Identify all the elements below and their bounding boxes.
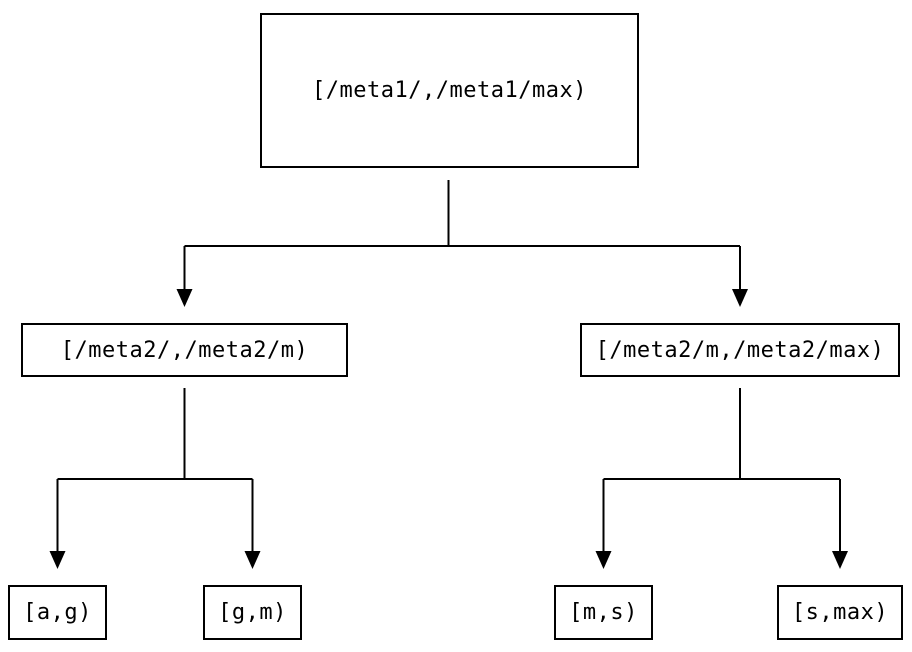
leaf-node-ms: [m,s) (554, 585, 653, 640)
right-child-node-label: [/meta2/m,/meta2/max) (595, 337, 885, 363)
root-node: [/meta1/,/meta1/max) (260, 13, 639, 168)
left-child-node: [/meta2/,/meta2/m) (21, 323, 348, 377)
leaf-node-gm-label: [g,m) (218, 600, 287, 625)
arrowheads-left-subtree (49, 551, 261, 569)
arrowheads-level1 (176, 289, 748, 307)
arrowheads-right-subtree (595, 551, 848, 569)
left-child-node-label: [/meta2/,/meta2/m) (60, 337, 309, 363)
leaf-node-smax: [s,max) (777, 585, 903, 640)
connector-right-to-leaves (602, 388, 841, 551)
arrow-down-icon (49, 551, 66, 569)
leaf-node-ag: [a,g) (8, 585, 107, 640)
leaf-node-ms-label: [m,s) (569, 600, 638, 625)
arrow-down-icon (244, 551, 261, 569)
arrow-down-icon (176, 289, 193, 307)
arrow-down-icon (732, 289, 748, 307)
arrow-down-icon (832, 551, 848, 569)
leaf-node-gm: [g,m) (203, 585, 302, 640)
root-node-label: [/meta1/,/meta1/max) (312, 78, 587, 103)
connector-left-to-leaves (56, 388, 254, 551)
leaf-node-ag-label: [a,g) (23, 600, 92, 625)
arrow-down-icon (595, 551, 612, 569)
connector-root-to-children (183, 180, 741, 289)
leaf-node-smax-label: [s,max) (791, 600, 889, 625)
right-child-node: [/meta2/m,/meta2/max) (580, 323, 900, 377)
